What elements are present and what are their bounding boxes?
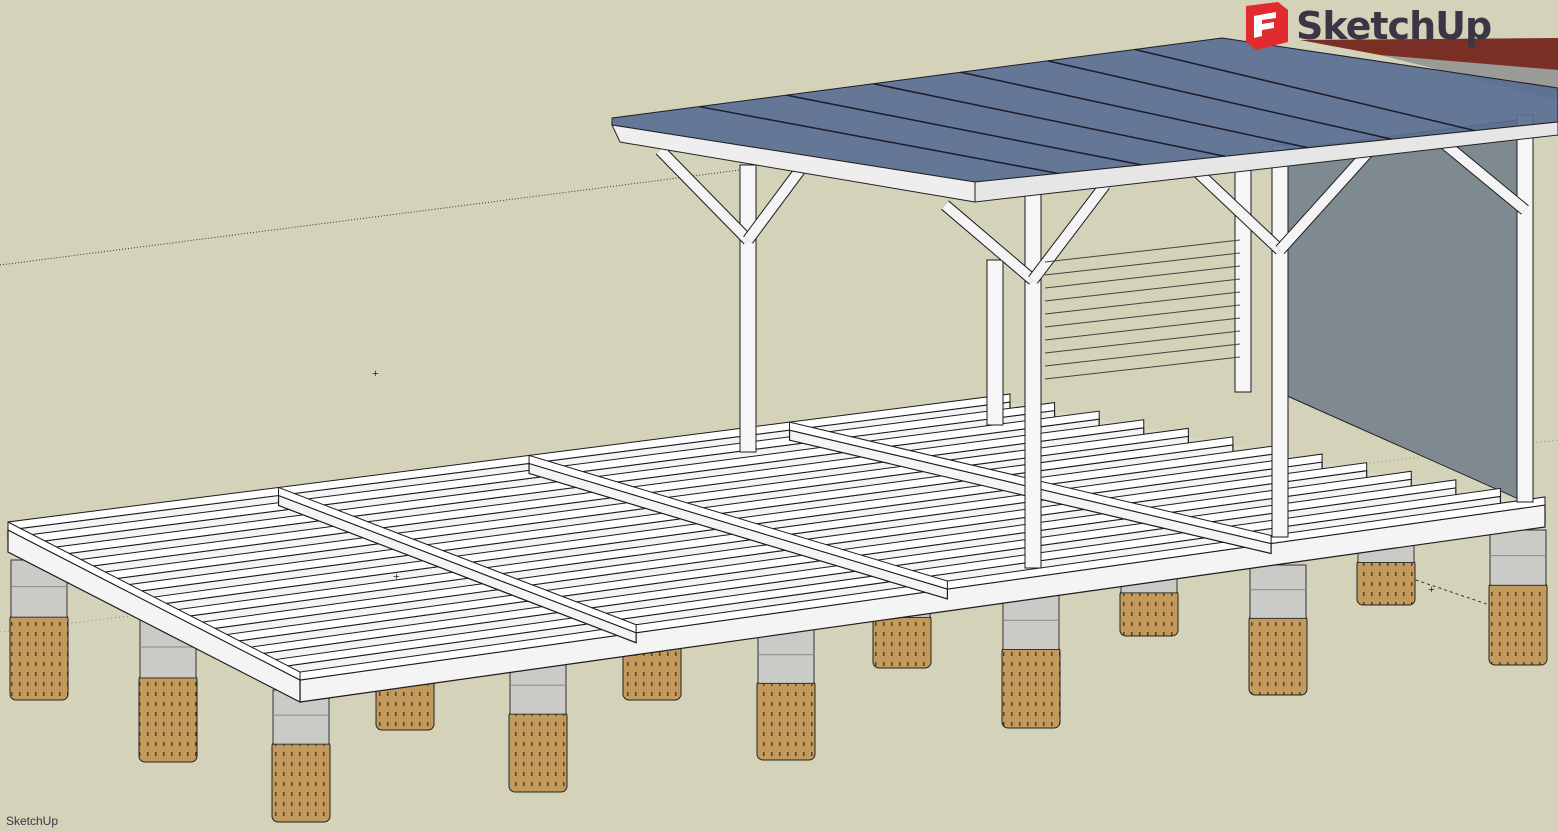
knee-brace-face [1436,136,1529,214]
roof-rafter [786,94,1142,166]
pier-wood-cylinder [508,709,568,793]
app-name-label: SketchUp [6,814,59,828]
pier-concrete-block [1489,529,1547,586]
roof-rafter [1047,60,1392,140]
pergola-post [739,164,757,453]
siding-board [1044,291,1241,315]
siding-board [1044,265,1241,289]
svg-text:+: + [372,366,379,380]
pier-wood-cylinder [1248,613,1308,696]
sketchup-logo-text: SketchUp [1296,4,1492,48]
knee-brace-face [1186,161,1284,254]
pier-wood-cylinder [1356,558,1416,606]
siding-board [1044,278,1241,302]
knee-brace-face [743,167,805,243]
pergola-post [1516,114,1534,503]
pier-wood-cylinder [1119,588,1179,637]
pergola-post [986,259,1004,426]
deck-cross-beam-top [278,486,637,634]
pergola-post [1024,184,1042,569]
siding-board [1044,330,1241,354]
siding-board [1044,239,1241,263]
deck-cross-beam-top [528,454,948,590]
axis-guide-line [0,169,741,266]
building-wall [1284,38,1558,506]
pier-concrete-block [1249,564,1307,619]
roof-rafter [1134,48,1475,132]
pier-wood-cylinder [872,612,932,669]
pier-wood-cylinder [271,739,331,823]
siding-board [1044,317,1241,341]
sketchup-logo: SketchUp [1244,2,1492,50]
knee-brace-face [1276,146,1374,254]
pier-concrete-block [1002,594,1060,651]
siding-board [1044,252,1241,276]
siding-board [1044,304,1241,328]
pier-wood-cylinder [9,612,69,701]
deck-frame [7,393,1546,703]
deck-rim-beam-left-top [7,521,301,681]
pergola-roof [611,37,1558,203]
knee-brace-face [1029,181,1109,284]
roof-rafter [960,71,1309,149]
pergola-post [1271,144,1289,538]
pier-wood-cylinder [138,673,198,763]
roof-rafter [699,105,1059,175]
pergola-posts [655,114,1534,569]
knee-brace-face [656,146,752,244]
pier-wood-cylinder [756,678,816,761]
svg-text:+: + [1428,582,1435,596]
roof-rafter [873,82,1226,158]
pier [271,689,331,823]
cursor-markers: + + + [372,366,1435,596]
siding-board [1044,356,1241,380]
siding-board [1044,343,1241,367]
pier-concrete-block [757,629,815,684]
sketchup-logo-icon [1246,2,1288,50]
svg-text:+: + [393,569,400,583]
knee-brace-face [941,201,1037,284]
pier-wood-cylinder [1488,580,1548,666]
pier [1248,564,1308,696]
pier-wood-cylinder [1001,645,1061,729]
pier [1488,529,1548,666]
pier [138,619,198,763]
pier [1001,594,1061,729]
pier [9,559,69,701]
pier [756,629,816,761]
pier [508,659,568,793]
